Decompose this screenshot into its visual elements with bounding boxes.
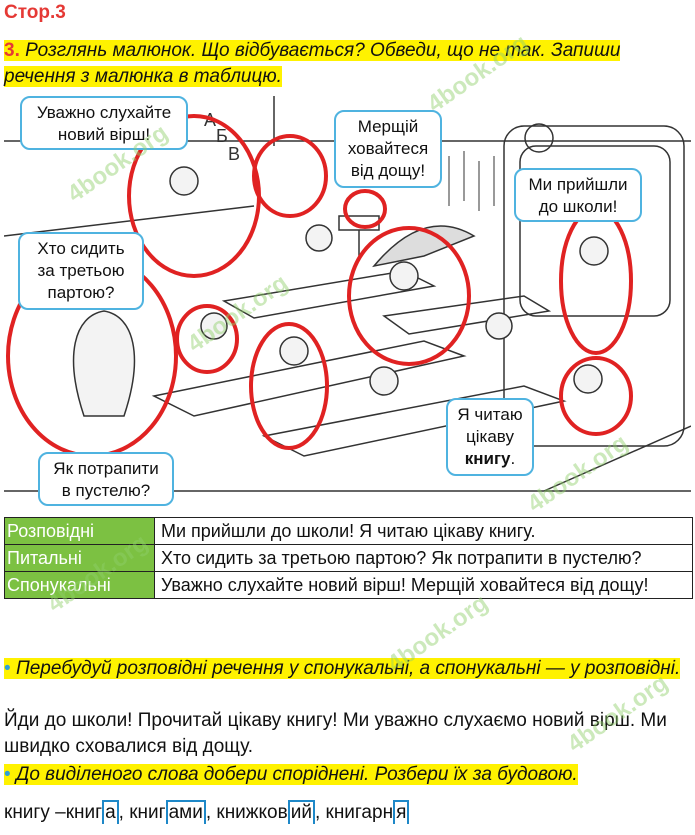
word-stem: книг <box>129 802 166 823</box>
word-ending: я <box>393 800 410 824</box>
table-row: Розповідні Ми прийшли до школи! Я читаю … <box>4 517 693 545</box>
speech-bubble-listen: Уважно слухайте новий вірш! <box>20 96 188 150</box>
transform-answer: Йди до школи! Прочитай цікаву книгу! Ми … <box>4 710 667 757</box>
speech-bubble-school: Ми прийшли до школи! <box>514 168 642 222</box>
subtask-related-words: • До виділеного слова добери споріднені.… <box>4 762 690 788</box>
speech-bubble-reading: Я читаю цікаву книгу. <box>446 398 534 476</box>
word-ending: а <box>102 800 119 824</box>
bubble-highlighted-word: книгу <box>464 449 511 468</box>
subtask-transform: • Перебудуй розповідні речення у спонука… <box>4 656 690 682</box>
sentence-examples: Хто сидить за третьою партою? Як потрапи… <box>154 544 693 572</box>
sentence-kind: Питальні <box>4 544 155 572</box>
word-ending: ий <box>287 800 315 824</box>
separator: , <box>205 802 217 823</box>
subtask-related-text: До виділеного слова добери споріднені. Р… <box>15 764 578 785</box>
task-text: Розглянь малюнок. Що відбувається? Обвед… <box>4 40 621 87</box>
separator: , <box>118 802 130 823</box>
word-ending: ами <box>165 800 206 824</box>
bullet-icon: • <box>4 658 11 679</box>
speech-bubble-desert: Як потрапити в пустелю? <box>38 452 174 506</box>
sentence-examples: Ми прийшли до школи! Я читаю цікаву книг… <box>154 517 693 545</box>
base-word: книгу – <box>4 802 66 823</box>
sentence-kind: Розповідні <box>4 517 155 545</box>
table-row: Спонукальні Уважно слухайте новий вірш! … <box>4 571 693 599</box>
board-letter: Б <box>216 126 228 146</box>
sentence-types-table: Розповідні Ми прийшли до школи! Я читаю … <box>4 517 693 599</box>
word-stem: книг <box>65 802 103 823</box>
page-reference: Стор.3 <box>4 2 66 23</box>
table-row: Питальні Хто сидить за третьою партою? Я… <box>4 544 693 572</box>
word-stem: книгарн <box>325 802 394 823</box>
subtask-transform-text: Перебудуй розповідні речення у спонукаль… <box>15 658 681 679</box>
sentence-examples: Уважно слухайте новий вірш! Мерщій ховай… <box>154 571 693 599</box>
word-stem: книжков <box>216 802 288 823</box>
task-instruction: 3. Розглянь малюнок. Що відбувається? Об… <box>4 38 690 90</box>
sentence-kind: Спонукальні <box>4 571 155 599</box>
bubble-period: . <box>510 449 516 468</box>
speech-bubble-hide-rain: Мерщій ховайтеся від дощу! <box>334 110 442 188</box>
bubble-reading-text: Я читаю цікаву <box>457 405 523 446</box>
separator: , <box>314 802 326 823</box>
speech-bubble-which-desk: Хто сидить за третьою партою? <box>18 232 144 310</box>
bullet-icon: • <box>4 764 11 785</box>
task-number: 3. <box>4 40 20 61</box>
board-letter: В <box>228 144 240 164</box>
